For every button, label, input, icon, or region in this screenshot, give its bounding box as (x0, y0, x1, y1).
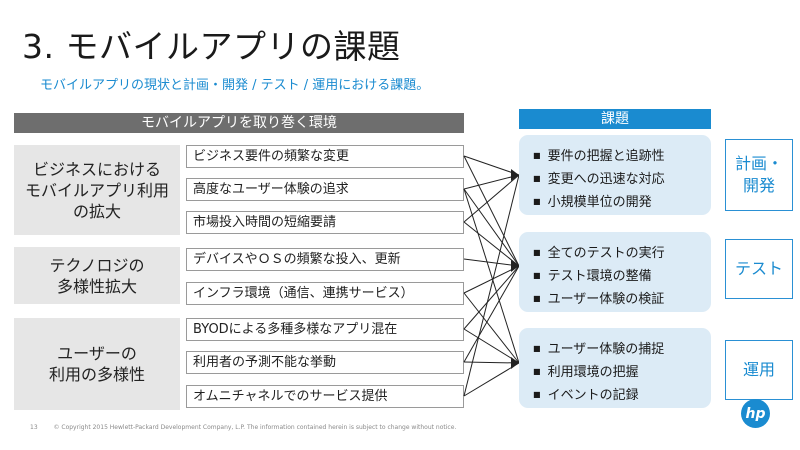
category-technology: テクノロジの 多様性拡大 (14, 247, 180, 304)
copyright-text: © Copyright 2015 Hewlett-Packard Develop… (53, 424, 457, 431)
category-line: の拡大 (72, 201, 121, 221)
environment-item: BYODによる多種多様なアプリ混在 (186, 318, 464, 341)
category-business: ビジネスにおける モバイルアプリ利用 の拡大 (14, 145, 180, 235)
environment-item: インフラ環境（通信、連携サービス） (186, 282, 464, 305)
phase-line: 運用 (742, 360, 775, 379)
page-number: 13 (30, 424, 38, 431)
slide-subtitle: モバイルアプリの現状と計画・開発 / テスト / 運用における課題。 (40, 78, 430, 93)
environment-item: 高度なユーザー体験の追求 (186, 178, 464, 201)
footer: 13 © Copyright 2015 Hewlett-Packard Deve… (30, 424, 456, 431)
phase-line: 開発 (742, 176, 775, 195)
issue-item: 全てのテストの実行 (533, 242, 665, 261)
category-line: 利用の多様性 (48, 365, 145, 384)
category-line: テクノロジの (49, 255, 145, 275)
category-line: モバイルアプリ利用 (24, 180, 169, 200)
phase-test: テスト (725, 239, 793, 299)
issue-item: 変更への迅速な対応 (533, 168, 665, 187)
phase-line: 計画・ (734, 154, 783, 173)
issue-item: 小規模単位の開発 (533, 191, 652, 210)
issue-item: 利用環境の把握 (533, 361, 639, 380)
issue-group-test: 全てのテストの実行 テスト環境の整備 ユーザー体験の検証 (519, 232, 711, 312)
environment-header: モバイルアプリを取り巻く環境 (14, 113, 464, 133)
environment-item: 利用者の予測不能な挙動 (186, 351, 464, 374)
issue-group-operation: ユーザー体験の捕捉 利用環境の把握 イベントの記録 (519, 328, 711, 408)
issue-group-plan: 要件の把握と追跡性 変更への迅速な対応 小規模単位の開発 (519, 135, 711, 215)
category-line: ビジネスにおける (32, 159, 161, 179)
category-line: ユーザーの (57, 344, 137, 363)
issue-item: ユーザー体験の検証 (533, 288, 665, 307)
issue-item: テスト環境の整備 (533, 265, 652, 284)
environment-item: 市場投入時間の短縮要請 (186, 211, 464, 234)
phase-plan-develop: 計画・ 開発 (725, 139, 793, 211)
issue-header: 課題 (519, 109, 711, 129)
category-users: ユーザーの 利用の多様性 (14, 318, 180, 410)
issue-item: イベントの記録 (533, 384, 639, 403)
issue-item: ユーザー体験の捕捉 (533, 338, 665, 357)
environment-item: デバイスやＯＳの頻繁な投入、更新 (186, 248, 464, 271)
hp-logo: hp (741, 399, 770, 428)
slide-title: 3. モバイルアプリの課題 (22, 27, 401, 66)
category-line: 多様性拡大 (56, 276, 137, 296)
phase-line: テスト (734, 259, 783, 278)
issue-item: 要件の把握と追跡性 (533, 145, 665, 164)
environment-item: ビジネス要件の頻繁な変更 (186, 145, 464, 168)
environment-item: オムニチャネルでのサービス提供 (186, 385, 464, 408)
phase-operation: 運用 (725, 340, 793, 400)
